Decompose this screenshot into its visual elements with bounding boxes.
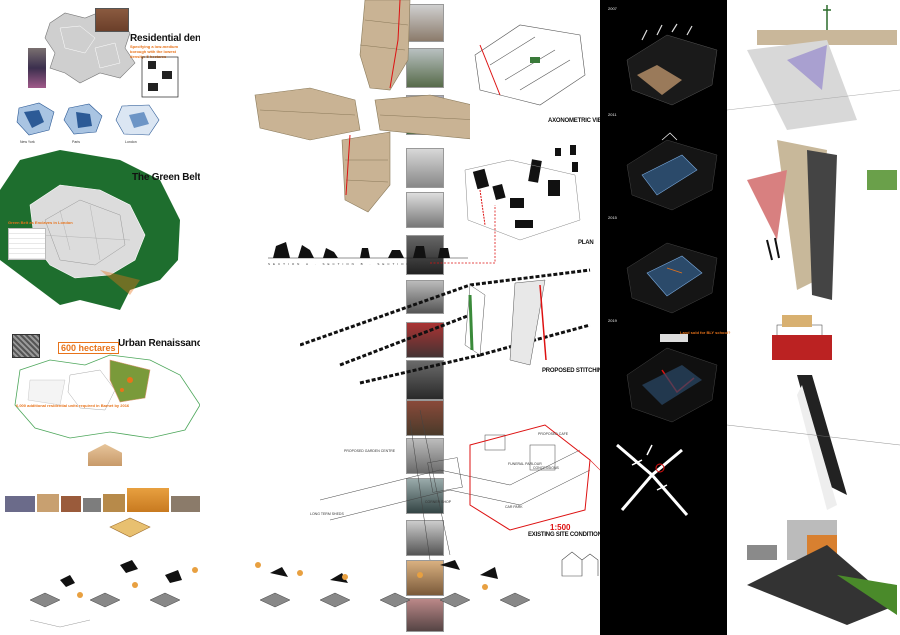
- house-photo-thumb: [95, 8, 129, 32]
- callout-text: Specifying a low-medium borough with the…: [130, 44, 179, 59]
- green-belt-table: [8, 228, 46, 260]
- photo-10: [406, 400, 444, 436]
- render-grass-perspective: [747, 520, 897, 625]
- street-sections: [268, 242, 468, 259]
- small-image-strip: [28, 48, 46, 88]
- houses-elevation: [561, 551, 599, 577]
- map-label-3: London: [125, 140, 137, 144]
- map-label-2: Paris: [72, 140, 80, 144]
- renaissance-stat: 6,000 additional residential units requi…: [16, 403, 130, 408]
- residential-density-callout: Specifying a low-medium borough with the…: [130, 44, 190, 59]
- year-1: 2007: [608, 6, 617, 11]
- section-label-axonometric: AXONOMETRIC VIEW: [548, 118, 607, 124]
- annotation-cafe: PROPOSED CAFE: [538, 432, 569, 436]
- photo-collage: [254, 0, 470, 213]
- timeline-panel: 2007 2011 2015 2019 Land sold for BLY sc…: [600, 0, 731, 635]
- density-mini-diagram: [141, 56, 179, 98]
- year-4: 2019: [608, 318, 617, 323]
- existing-site-map: [320, 409, 600, 560]
- plan-drawing: [464, 145, 581, 241]
- section-label-existing: EXISTING SITE CONDITIONS: [528, 532, 606, 538]
- green-belt-title: The Green Belt: [132, 172, 201, 183]
- urban-renaissance-title: Urban Renaissance: [118, 338, 208, 349]
- photo-15: [406, 598, 444, 632]
- proposed-stitching: [300, 268, 591, 385]
- photo-strip: [200, 0, 444, 635]
- small-house-sketch: [88, 444, 122, 466]
- hectares-text: 600 hectares: [61, 343, 116, 353]
- residential-density-title: Residential density: [130, 33, 218, 44]
- bottom-axo-sequence: [29, 560, 531, 628]
- year-3: 2015: [608, 215, 617, 220]
- annotation-car-park: CAR PARK: [505, 505, 523, 509]
- section-label-plan: PLAN: [578, 240, 594, 246]
- timeline-model-4: [626, 334, 718, 423]
- axonometric-view: [474, 24, 586, 106]
- annotation-funeral: FUNERAL PARLOUR: [508, 462, 542, 466]
- map-label-1: New York: [20, 140, 35, 144]
- timeline-model-3: [626, 242, 718, 314]
- scale-label: 1:500: [550, 523, 571, 532]
- right-panel: [727, 0, 900, 635]
- city-density-maps: [16, 102, 160, 136]
- annotation-garden-centre: PROPOSED GARDEN CENTRE: [344, 449, 396, 453]
- render-ramp: [747, 140, 897, 300]
- annotation-concessions: CONCESSIONS: [533, 466, 559, 470]
- photo-1: [406, 4, 444, 42]
- section-label-stitching: PROPOSED STITCHING: [542, 368, 607, 374]
- photo-5: [406, 192, 444, 228]
- red-dashed-connector: [430, 205, 496, 264]
- photo-14: [406, 560, 444, 596]
- street-facade-strip: [5, 488, 205, 514]
- aerial-road-map: [616, 443, 689, 516]
- annotation-sheds: LONG TERM SHEDS: [310, 512, 344, 516]
- urban-renaissance-map: [14, 354, 201, 439]
- render-church-perspective: [727, 5, 900, 130]
- photo-2: [406, 48, 444, 88]
- year-2: 2011: [608, 112, 617, 117]
- section-labels-row: SECTION A · SECTION B · SECTION C: [268, 262, 421, 266]
- center-panel: SECTION A · SECTION B · SECTION C AXONOM…: [250, 0, 607, 635]
- timeline-model-1: [626, 23, 718, 106]
- photo-4: [406, 148, 444, 188]
- green-belt-map: [0, 150, 180, 310]
- render-red-structure: [727, 315, 900, 510]
- aerial-photo: [12, 334, 40, 358]
- timeline-model-2: [626, 132, 718, 211]
- timeline-highlight: Land sold for BLY school?: [680, 330, 731, 335]
- annotation-corner-shop: CORNER SHOP: [425, 500, 452, 504]
- left-column: Residential density Specifying a low-med…: [0, 0, 218, 635]
- hectares-label: 600 hectares: [58, 342, 119, 354]
- golden-axo-model: [109, 517, 151, 538]
- green-belt-callout: Green Belt as Enclaves in London: [8, 220, 73, 225]
